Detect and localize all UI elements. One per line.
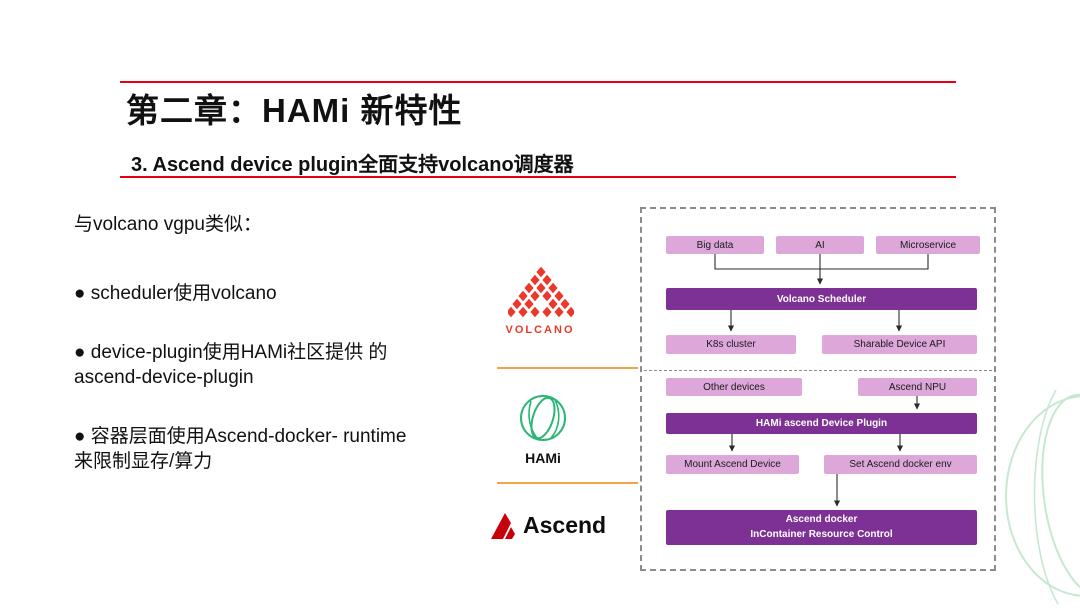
orange-divider-top [497,367,638,369]
orange-divider-bottom [497,482,638,484]
ascend-logo-icon [487,511,519,546]
diagram-box-microservice: Microservice [876,236,980,254]
subtitle-red-rule [120,176,956,178]
hami-logo-label: HAMi [525,450,561,466]
diagram-box-ascend-npu: Ascend NPU [858,378,977,396]
bullet-scheduler: ● scheduler使用volcano [74,283,277,305]
ascend-logo-label: Ascend [523,512,607,538]
diagram-box-sharable-device-api: Sharable Device API [822,335,977,354]
decorative-green-sketch [1005,389,1080,605]
diagram-box-set-ascend-docker-env: Set Ascend docker env [824,455,977,474]
runtime-line2: InContainer Resource Control [750,528,893,540]
diagram-dashed-divider [644,370,992,371]
bullet-device-plugin: ● device-plugin使用HAMi社区提供 的ascend-device… [74,342,388,389]
bullet-container-runtime: ● 容器层面使用Ascend-docker- runtime来限制显存/算力 [74,426,407,473]
volcano-logo-icon [506,266,576,325]
diagram-box-ai: AI [776,236,864,254]
top-red-rule [120,81,956,83]
intro-text: 与volcano vgpu类似： [74,214,262,235]
runtime-line1: Ascend docker [785,514,858,525]
volcano-logo-label: VOLCANO [505,324,575,336]
diagram-box-ascend-docker-runtime: Ascend docker InContainer Resource Contr… [666,510,977,545]
page-subtitle: 3. Ascend device plugin全面支持volcano调度器 [131,154,574,176]
diagram-box-other-devices: Other devices [666,378,802,396]
diagram-box-k8s-cluster: K8s cluster [666,335,796,354]
diagram-box-big-data: Big data [666,236,764,254]
diagram-box-volcano-scheduler: Volcano Scheduler [666,288,977,310]
page-title: 第二章：HAMi 新特性 [126,92,463,129]
left-text-panel: 与volcano vgpu类似： ● scheduler使用volcano ● … [74,212,422,508]
hami-logo-icon [517,392,569,449]
architecture-diagram: Big data AI Microservice Volcano Schedul… [640,207,996,571]
diagram-box-mount-ascend-device: Mount Ascend Device [666,455,799,474]
diagram-box-hami-ascend-device-plugin: HAMi ascend Device Plugin [666,413,977,434]
